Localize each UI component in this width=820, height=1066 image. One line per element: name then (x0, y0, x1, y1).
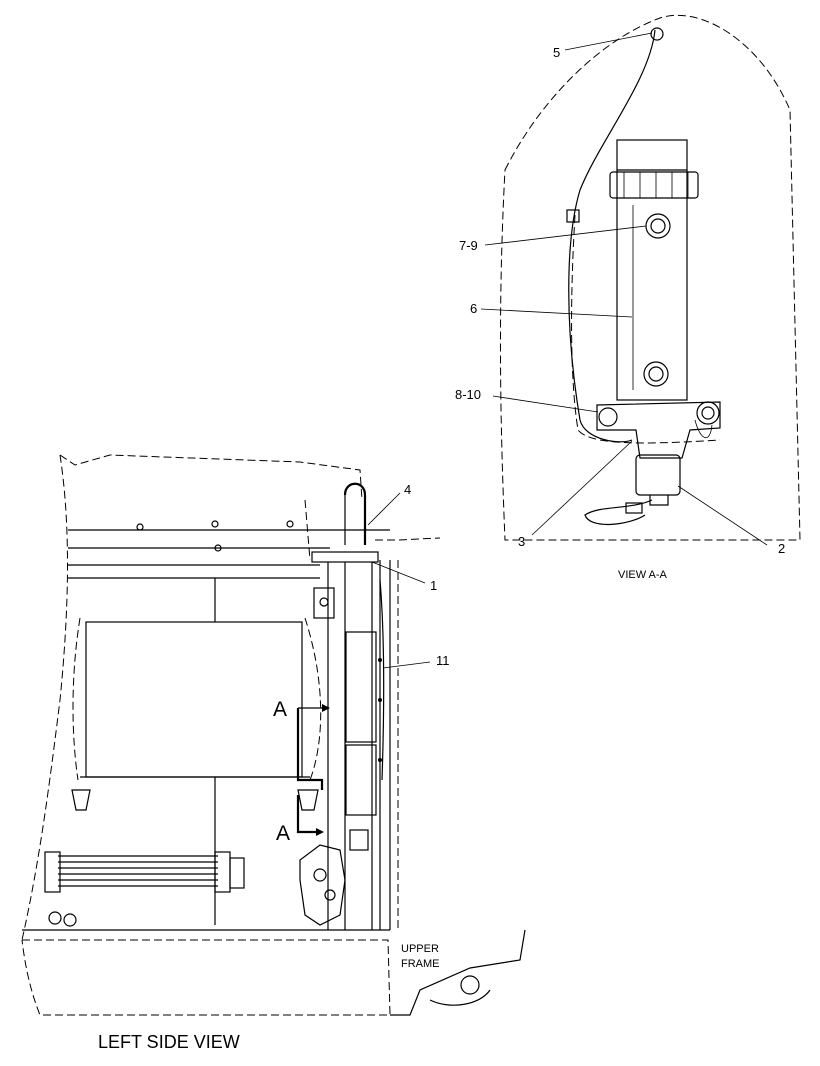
view-aa-caption: VIEW A-A (618, 569, 668, 581)
sensor-housing (635, 454, 681, 496)
radiator-core (85, 621, 303, 778)
left-side-view-caption: LEFT SIDE VIEW (98, 1032, 240, 1052)
wire-clip-mid (566, 209, 580, 223)
callout-7-9: 7-9 (459, 238, 478, 253)
callout-5: 5 (553, 45, 560, 60)
upper-frame-label-line2: FRAME (401, 958, 440, 970)
oil-cooler (44, 851, 245, 893)
section-marker-a-top: A (273, 698, 287, 721)
valve-assembly (299, 829, 369, 926)
view-aa-detail (480, 14, 801, 546)
callout-2: 2 (778, 541, 785, 556)
callout-1: 1 (430, 578, 437, 593)
callout-11: 11 (436, 653, 450, 668)
section-marker-a-bottom: A (276, 822, 290, 845)
callout-3: 3 (518, 534, 525, 549)
left-side-view (21, 454, 526, 1016)
bolt-upper (645, 213, 671, 239)
callout-4: 4 (404, 482, 411, 497)
tank-body (616, 139, 688, 401)
callout-6: 6 (470, 301, 477, 316)
upper-frame-label-line1: UPPER (401, 943, 439, 955)
mounting-bracket (596, 401, 721, 459)
mounting-plate (311, 551, 379, 563)
wire-clip-top (650, 27, 664, 41)
bolt-lower (643, 361, 669, 387)
callout-8-10: 8-10 (455, 387, 481, 402)
band-clamp (609, 171, 699, 199)
